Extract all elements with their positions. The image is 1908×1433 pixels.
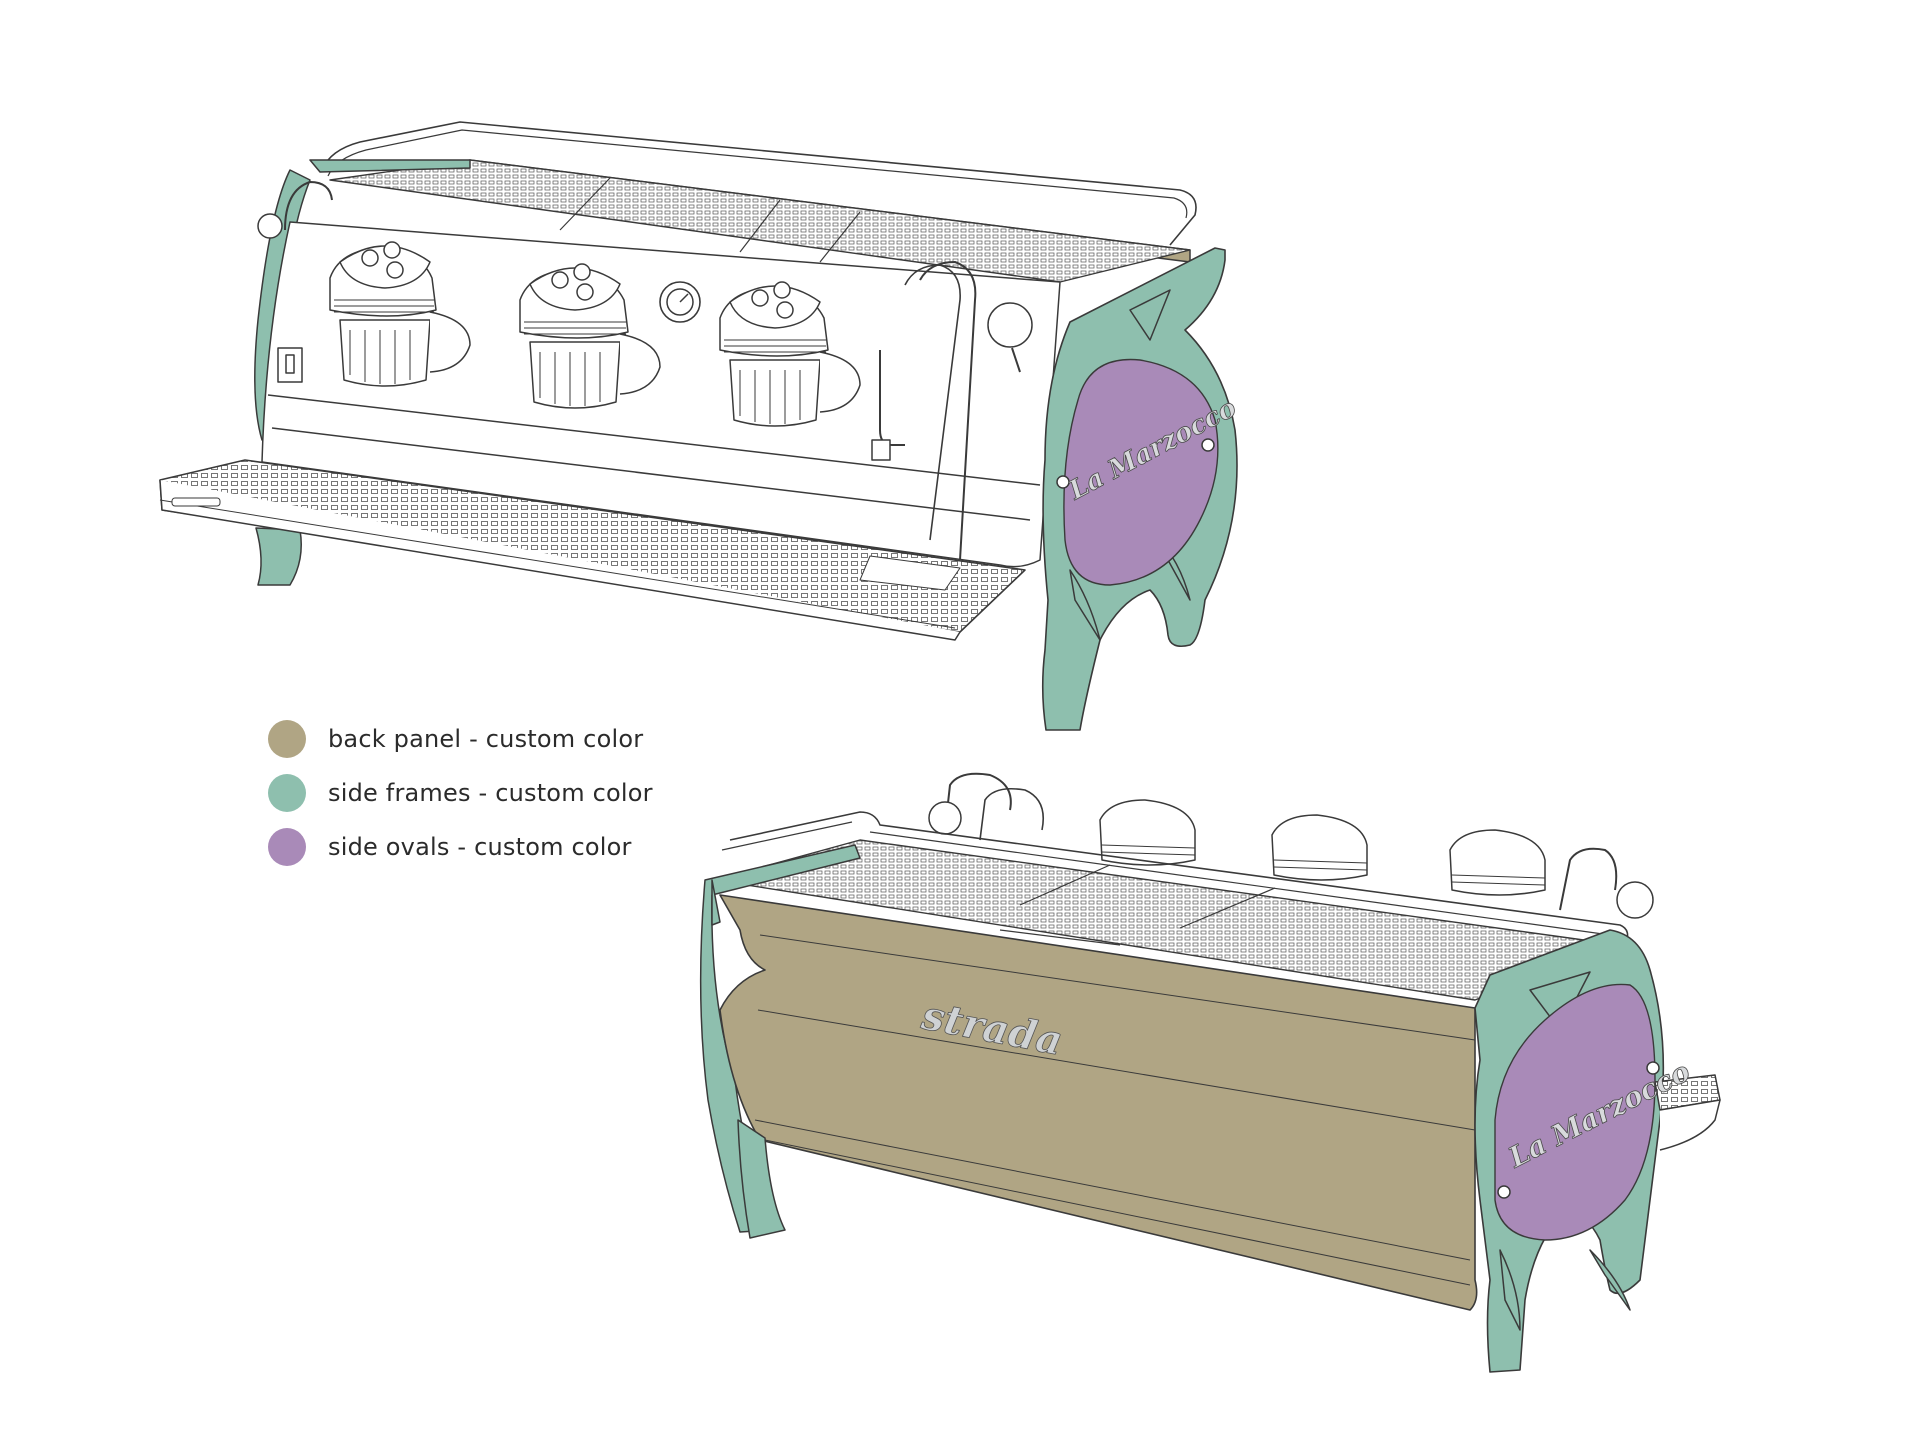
machine-front-view: La Marzocco <box>159 121 1242 731</box>
rear-group-heads <box>1099 799 1546 896</box>
legend-item-side-frames: side frames - custom color <box>268 766 653 820</box>
machine-rear-view: strada La Marzocco <box>699 772 1721 1373</box>
legend-item-side-ovals: side ovals - custom color <box>268 820 653 874</box>
group-head-2 <box>519 263 661 409</box>
legend-label: back panel - custom color <box>328 725 644 753</box>
legend-label: side frames - custom color <box>328 779 653 807</box>
group-head-1 <box>329 241 471 387</box>
legend-label: side ovals - custom color <box>328 833 632 861</box>
color-legend: back panel - custom color side frames - … <box>268 712 653 874</box>
side-ovals-swatch <box>268 828 306 866</box>
group-head-3 <box>719 281 861 427</box>
side-frames-swatch <box>268 774 306 812</box>
legend-item-back-panel: back panel - custom color <box>268 712 653 766</box>
back-panel-swatch <box>268 720 306 758</box>
